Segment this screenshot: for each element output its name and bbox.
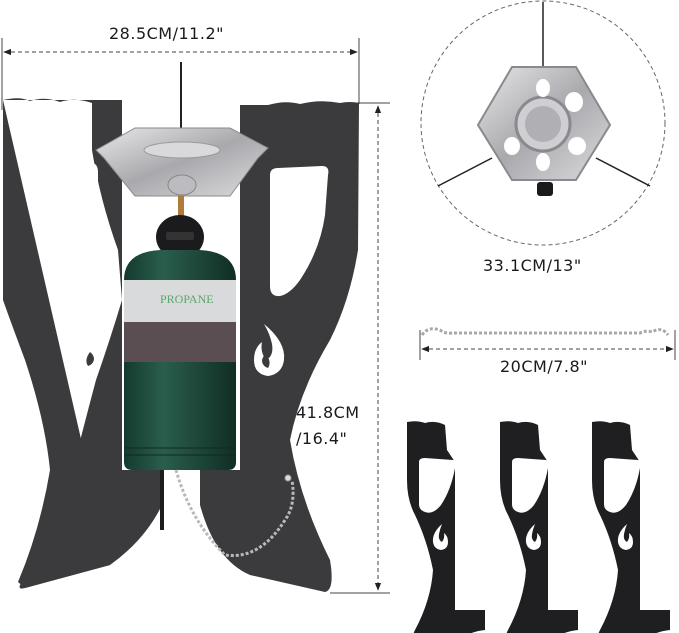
chain-detached xyxy=(419,327,676,360)
stand-leg-parts xyxy=(407,421,670,633)
burner-side-view xyxy=(95,62,269,259)
chain-length-dimension-label: 20CM/7.8" xyxy=(500,357,589,376)
height-dimension-label-inch: /16.4" xyxy=(296,429,348,448)
stand-leg-1 xyxy=(407,421,485,633)
stand-leg-2 xyxy=(500,421,578,633)
width-dimension-label: 28.5CM/11.2" xyxy=(109,24,224,43)
propane-canister: PROPANE xyxy=(124,250,236,470)
height-dimension-label-cm: 41.8CM xyxy=(296,403,360,422)
width-dimension-line xyxy=(1,38,360,110)
canister-label-text: PROPANE xyxy=(160,292,214,306)
safety-chain xyxy=(174,469,295,558)
left-handle-cutout xyxy=(34,160,98,299)
burner-span-dimension-label: 33.1CM/13" xyxy=(483,256,582,275)
stand-assembly xyxy=(3,98,359,592)
height-dimension-label: 41.8CM /16.4" xyxy=(296,400,360,452)
flame-icon-right xyxy=(254,324,285,376)
stand-leg-3 xyxy=(592,421,670,633)
right-handle-cutout xyxy=(270,166,329,297)
burner-top-view xyxy=(420,0,666,246)
flame-icon-left xyxy=(71,322,102,374)
